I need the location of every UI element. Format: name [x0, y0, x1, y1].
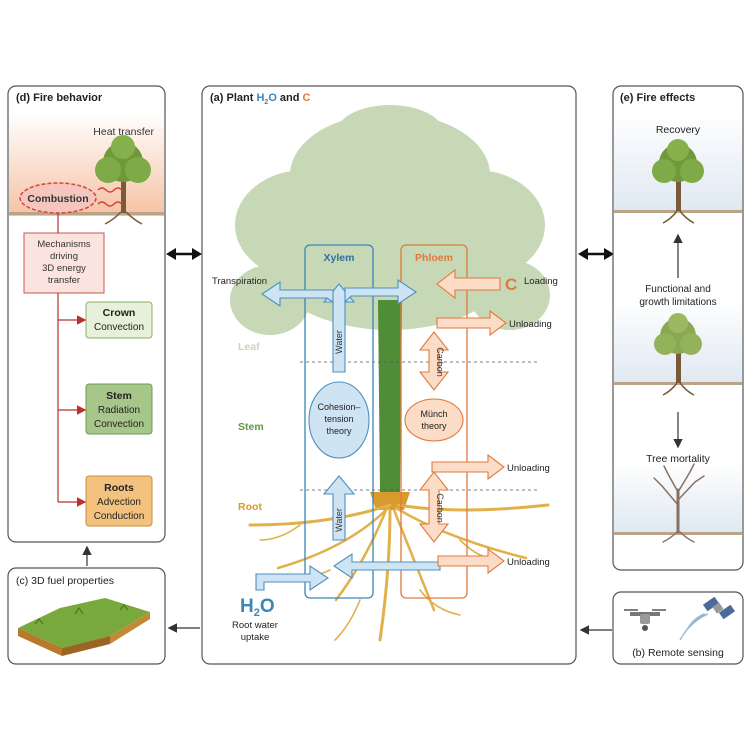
functional-line-1: Functional and [645, 284, 711, 295]
heat-wave-icon [97, 187, 123, 193]
xylem-label: Xylem [324, 252, 355, 264]
munch-line-1: Münch [420, 409, 447, 419]
panel-d-title: (d) Fire behavior [16, 92, 103, 104]
transpiration-label: Transpiration [212, 276, 267, 287]
panel-e-title: (e) Fire effects [620, 92, 695, 104]
xylem-column [304, 244, 374, 599]
panel-c-title: (c) 3D fuel properties [16, 575, 114, 587]
roots-advection: Advection [97, 497, 141, 508]
mechanisms-line-1: Mechanisms [37, 239, 91, 250]
munch-theory-node [404, 398, 464, 442]
panel-fire-behavior: (d) Fire behavior Heat transfer Combusti… [7, 85, 166, 543]
mortality-label: Tree mortality [646, 453, 711, 465]
tree-icon [95, 135, 151, 225]
unloading-label-2: Unloading [507, 463, 550, 474]
water-label-upper: Water [334, 330, 344, 354]
h2o-symbol: H2O [240, 596, 275, 619]
crown-convection: Convection [94, 322, 144, 333]
dead-tree-icon [653, 463, 705, 543]
root-uptake-line-1: Root water [232, 620, 278, 631]
water-label-lower: Water [334, 508, 344, 532]
crown-box [85, 301, 153, 339]
stem-convection: Convection [94, 419, 144, 430]
water-flow-arrows [255, 278, 441, 592]
heat-transfer-label: Heat transfer [93, 126, 154, 138]
carbon-symbol: C [505, 275, 517, 294]
panel-b-title: (b) Remote sensing [632, 647, 724, 659]
combustion-label: Combustion [27, 193, 88, 205]
stem-box [85, 383, 153, 435]
mechanisms-line-2: driving [50, 251, 78, 262]
double-arrow-a-e [578, 248, 614, 260]
satellite-icon [679, 596, 736, 641]
healthy-tree-icon [652, 139, 704, 224]
fuel-terrain-icon [18, 598, 150, 656]
mechanisms-line-4: transfer [48, 275, 80, 286]
cohesion-line-3: theory [326, 426, 352, 436]
carbon-label-lower: Carbon [435, 493, 445, 523]
root-label: Root [238, 501, 262, 513]
leaf-label: Leaf [238, 341, 260, 353]
tree-roots [248, 503, 550, 642]
roots-conduction: Conduction [94, 511, 145, 522]
stem-label: Stem [238, 421, 264, 433]
panel-3d-fuel: (c) 3D fuel properties [7, 567, 166, 665]
panel-a-title: (a) Plant H2O and C [210, 92, 311, 106]
heat-wave-icon [97, 201, 123, 207]
stem-title: Stem [106, 390, 132, 402]
cohesion-line-2: tension [324, 414, 353, 424]
cohesion-line-1: Cohesion– [317, 402, 360, 412]
drone-icon [624, 609, 666, 631]
recovery-label: Recovery [656, 124, 701, 136]
roots-title: Roots [104, 482, 134, 494]
panel-plant-h2o-c: (a) Plant H2O and C [201, 85, 577, 665]
unloading-label-3: Unloading [507, 557, 550, 568]
crown-title: Crown [103, 307, 136, 319]
double-arrow-d-a [166, 248, 202, 260]
munch-line-2: theory [421, 421, 447, 431]
phloem-label: Phloem [415, 252, 453, 264]
mechanisms-line-3: 3D energy [42, 263, 86, 274]
stem-radiation: Radiation [98, 405, 140, 416]
functional-line-2: growth limitations [639, 297, 716, 308]
mechanisms-box [23, 232, 105, 294]
unloading-label-1: Unloading [509, 319, 552, 330]
panel-fire-effects: (e) Fire effects Recovery Functional and… [612, 85, 744, 571]
tree-trunk [378, 300, 402, 492]
root-uptake-line-2: uptake [241, 632, 270, 643]
phloem-column [400, 244, 468, 599]
loading-label: Loading [524, 276, 558, 287]
roots-box [85, 475, 153, 527]
carbon-label-upper: Carbon [435, 347, 445, 377]
carbon-flow-arrows [418, 268, 507, 575]
panel-remote-sensing: (b) Remote sensing [612, 591, 744, 665]
stressed-tree-icon [654, 313, 702, 396]
tree-canopy [230, 105, 550, 335]
cohesion-tension-node [308, 381, 370, 459]
